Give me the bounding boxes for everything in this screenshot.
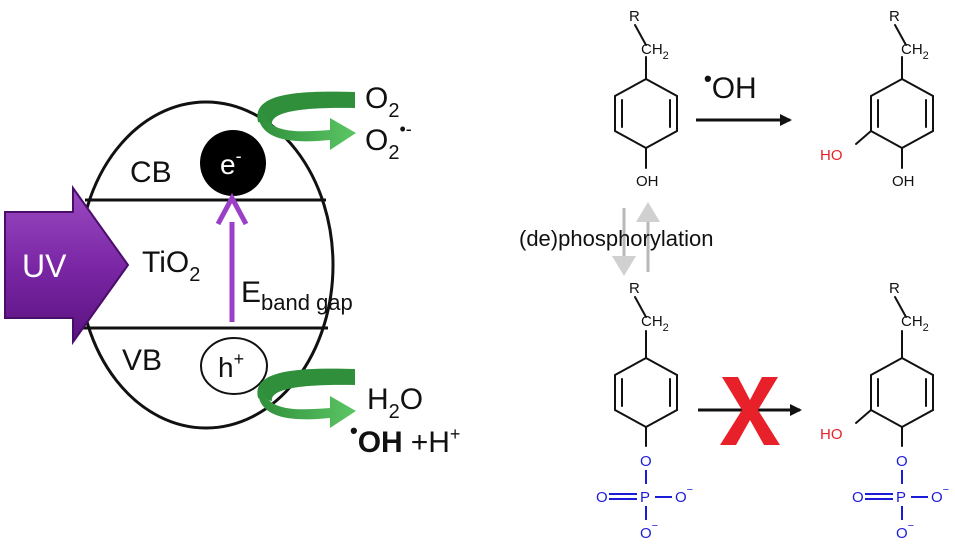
- r-group-label: R: [889, 280, 900, 297]
- water-label: H2O: [367, 383, 423, 423]
- hole-circle: [200, 337, 268, 395]
- ester-o-label: O: [896, 453, 908, 470]
- dopa-molecule: R CH2 OH HO: [820, 8, 934, 190]
- o-minus-bottom: O−: [896, 520, 914, 542]
- electron-symbol: e-: [220, 146, 242, 180]
- phosphorus-label: P: [640, 489, 650, 506]
- ester-o-label: O: [640, 453, 652, 470]
- ho-label-red: HO: [820, 147, 843, 164]
- o-minus-right: O−: [931, 484, 949, 506]
- tyrosine-molecule: R CH2 OH: [614, 8, 678, 190]
- phosphorylation-equilibrium-arrows: [612, 202, 660, 276]
- phospho-dopa-molecule: R CH2 HO O O P O− O−: [820, 280, 949, 542]
- vb-label: VB: [122, 344, 162, 377]
- ch2-label: CH2: [901, 41, 929, 62]
- o-minus-bottom: O−: [640, 520, 658, 542]
- r-group-label: R: [629, 8, 640, 25]
- oxidation-arrow: [257, 368, 356, 428]
- uv-label: UV: [22, 248, 67, 284]
- oh-label: OH: [892, 173, 915, 190]
- band-gap-label: Eband gap: [241, 276, 353, 315]
- hydroxyl-radical-label: •OH: [704, 66, 757, 105]
- tio2-particle: CB VB e- h+ TiO2 Eband gap: [77, 100, 353, 430]
- r-group-label: R: [629, 280, 640, 297]
- phosphotyrosine-molecule: R CH2 O O P O− O−: [596, 280, 693, 542]
- ch2-label: CH2: [901, 313, 929, 334]
- oxygen-label: O2: [365, 82, 399, 122]
- blocked-x-mark: [720, 377, 780, 445]
- phosphorus-label: P: [896, 489, 906, 506]
- tio2-label: TiO2: [142, 246, 200, 286]
- dephosphorylation-label: (de)phosphorylation: [519, 226, 713, 251]
- electron-circle: [200, 130, 266, 196]
- uv-arrow: UV: [4, 184, 130, 346]
- ho-label-red: HO: [820, 426, 843, 443]
- oh-label: OH: [636, 173, 659, 190]
- ch2-label: CH2: [641, 313, 669, 334]
- r-group-label: R: [889, 8, 900, 25]
- o-minus-right: O−: [675, 484, 693, 506]
- double-o-label: O: [596, 489, 608, 506]
- double-o-label: O: [852, 489, 864, 506]
- band-gap-arrowhead: [215, 192, 249, 226]
- ch2-label: CH2: [641, 41, 669, 62]
- superoxide-label: O2•-: [365, 119, 412, 164]
- cb-label: CB: [130, 156, 172, 189]
- hydroxyl-proton-label: •OH+H+: [350, 418, 460, 459]
- hole-symbol: h+: [218, 349, 244, 383]
- reduction-arrow: [257, 91, 356, 150]
